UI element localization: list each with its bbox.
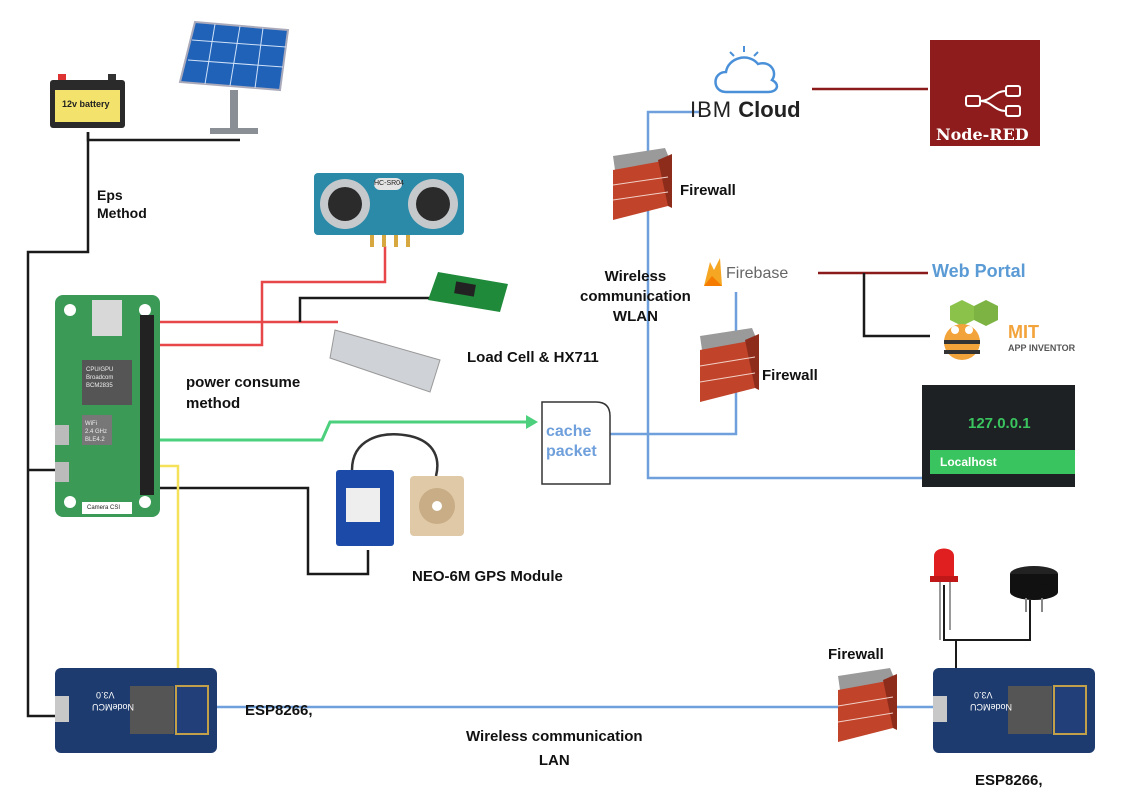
ibm-cloud-text: IBM Cloud <box>690 97 801 123</box>
mit-label: MIT <box>1008 322 1039 342</box>
lan-label: Wireless communication LAN <box>466 728 643 769</box>
battery <box>50 74 125 128</box>
firewall-2-icon <box>699 328 759 402</box>
gps-label: NEO-6M GPS Module <box>412 568 563 585</box>
webportal-to-mit-line <box>862 273 930 338</box>
loadcell-label: Load Cell & HX711 <box>467 349 599 366</box>
ultrasonic-red-wire-1 <box>160 246 387 347</box>
pi-chip-label: CPU/GPU Broadcom BCM2835 <box>86 367 114 389</box>
pi-camera-label: Camera CSI <box>87 505 121 511</box>
node-red-logo <box>930 40 1040 146</box>
raspberry-pi-zero <box>55 295 160 517</box>
gps-module <box>336 433 464 546</box>
nodemcu-right <box>933 668 1095 753</box>
hcsr04-sensor <box>314 173 464 247</box>
node-red-label: Node-RED <box>936 125 1029 144</box>
esp-left-label: ESP8266, <box>245 702 313 719</box>
power-consume-label: power consume method <box>186 374 301 412</box>
nodemcu-left-version: V3.0 <box>96 690 115 700</box>
app-inventor-label: APP INVENTOR <box>1008 343 1076 353</box>
cache-packet-label: cache packet <box>546 423 597 460</box>
blue-cloud-line <box>646 110 922 480</box>
localhost-ip: 127.0.0.1 <box>968 415 1031 432</box>
firewall-3-icon <box>837 668 897 742</box>
wlan-label: Wireless communication WLAN <box>580 268 691 325</box>
nodemcu-left-label: NodeMCU <box>92 702 135 712</box>
localhost-label: Localhost <box>940 455 997 469</box>
esp-right-label: ESP8266, <box>975 772 1043 789</box>
led-icon <box>930 548 958 640</box>
hx711-black-wire <box>298 296 430 322</box>
buzzer-icon <box>1010 566 1058 612</box>
ibm-text: IBM <box>690 97 733 122</box>
led-wire <box>943 585 1031 641</box>
solar-panel <box>178 20 290 134</box>
cache-packet-box <box>541 401 611 485</box>
firewall-2-label: Firewall <box>762 367 818 384</box>
green-data-wire <box>120 420 530 442</box>
nodemcu-left <box>55 668 217 753</box>
firebase-label: Firebase <box>726 265 789 282</box>
battery-label: 12v battery <box>62 99 110 109</box>
gps-black-wire <box>150 486 370 576</box>
cloud-text: Cloud <box>738 97 801 122</box>
eps-method-label: Eps Method <box>97 187 147 221</box>
nodemcu-right-label: NodeMCU <box>970 702 1013 712</box>
eps-power-wire <box>26 132 90 718</box>
localhost-panel <box>922 385 1075 487</box>
load-cell <box>329 329 441 393</box>
firewall-1-icon <box>612 148 672 220</box>
mit-app-inventor-logo <box>944 300 998 360</box>
web-portal-label: Web Portal <box>932 261 1026 281</box>
pi-wifi-label: WiFi 2.4 GHz BLE4.2 <box>85 421 108 443</box>
green-arrow-head <box>526 415 538 429</box>
firewall-3-label: Firewall <box>828 646 884 663</box>
firewall-1-label: Firewall <box>680 182 736 199</box>
firebase-icon <box>704 258 722 286</box>
hcsr04-label: HC-SR04 <box>374 180 404 187</box>
hx711-board <box>428 272 508 312</box>
ibm-cloud-icon <box>714 46 779 94</box>
nodemcu-right-version: V3.0 <box>974 690 993 700</box>
